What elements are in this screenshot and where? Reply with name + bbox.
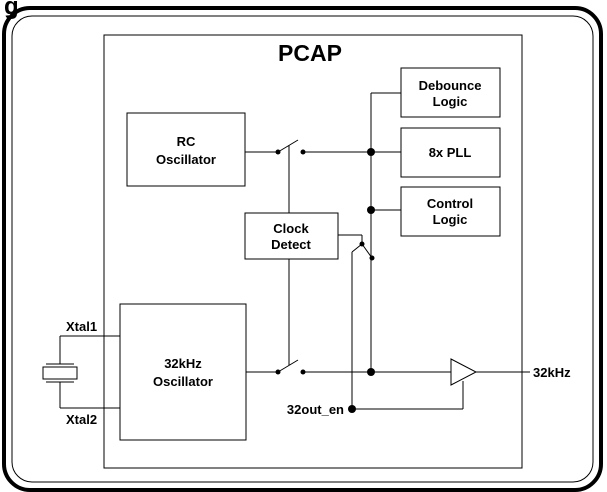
chip-title: PCAP	[278, 40, 342, 66]
outer-frame	[2, 6, 603, 492]
pll-block	[400, 127, 501, 178]
control-logic-label-2: Logic	[433, 212, 468, 227]
xtal1-label: Xtal1	[66, 319, 97, 334]
control-logic-label-1: Control	[427, 196, 473, 211]
output-32khz-label: 32kHz	[533, 365, 571, 380]
clock-detect-block	[244, 212, 339, 260]
debounce-logic-label-1: Debounce	[419, 78, 482, 93]
debounce-logic-label-2: Logic	[433, 94, 468, 109]
rc-oscillator-label-2: Oscillator	[156, 152, 216, 167]
xtal2-label: Xtal2	[66, 412, 97, 427]
oscillator-32khz-block	[119, 303, 247, 441]
crystal-icon	[42, 366, 78, 380]
clock-detect-label-1: Clock	[273, 221, 309, 236]
output-buffer-icon	[450, 358, 478, 386]
clock-detect-label-2: Detect	[271, 237, 311, 252]
pll-label: 8x PLL	[429, 145, 472, 160]
debounce-logic-block	[400, 67, 501, 118]
rc-oscillator-block	[126, 112, 246, 187]
junction-dots	[275, 148, 375, 413]
pcap-boundary	[103, 34, 523, 469]
inner-frame	[11, 15, 594, 483]
rc-oscillator-label-1: RC	[177, 134, 196, 149]
enable-label: 32out_en	[287, 402, 344, 417]
control-logic-block	[400, 186, 501, 237]
oscillator-32khz-label-2: Oscillator	[153, 374, 213, 389]
wiring	[46, 92, 530, 410]
oscillator-32khz-label-1: 32kHz	[164, 356, 202, 371]
